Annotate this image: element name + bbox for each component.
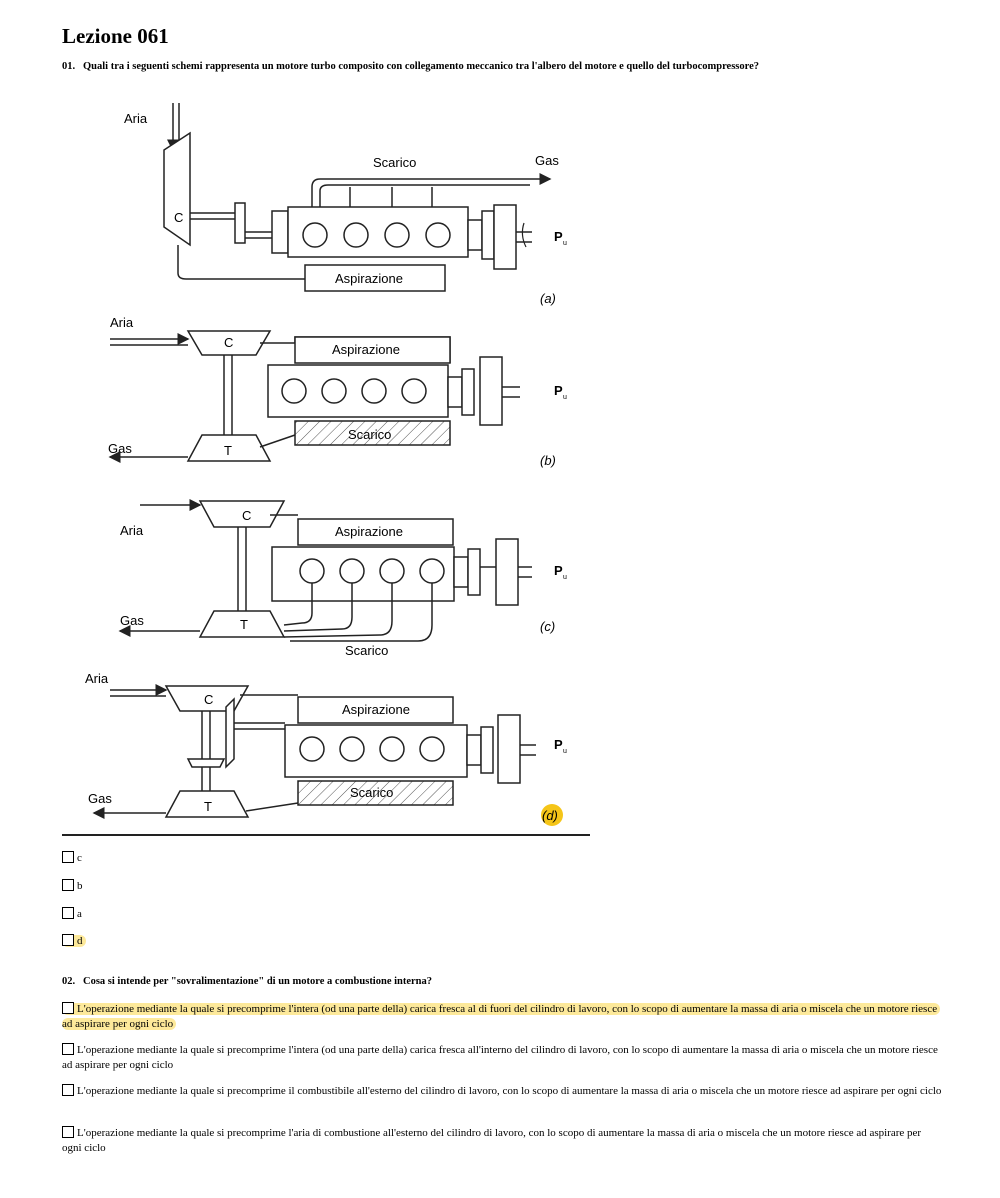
label-power-sub: u (563, 748, 567, 755)
q2-option-3[interactable]: L'operazione mediante la quale si precom… (62, 1084, 942, 1099)
question-1-number: 01. (62, 61, 76, 72)
question-2-text: 02. Cosa si intende per "sovralimentazio… (62, 976, 432, 987)
label-aria: Aria (85, 671, 109, 686)
checkbox[interactable] (62, 1126, 74, 1138)
caption-d: (d) (542, 808, 558, 823)
label-c: C (242, 508, 251, 523)
label-power-sub: u (563, 240, 567, 247)
label-aspirazione: Aspirazione (342, 702, 410, 717)
scheme-d: Aria C T Gas Aspirazione Scarico P u ( (85, 671, 567, 826)
q1-option-b[interactable]: b (62, 879, 83, 894)
label-power-sub: u (563, 574, 567, 581)
checkbox[interactable] (62, 1084, 74, 1096)
label-power-sub: u (563, 394, 567, 401)
label-aria: Aria (124, 111, 148, 126)
engine-schemes-figure: Aria C Scarico Gas P u Aspirazione (a (85, 103, 567, 826)
label-gas: Gas (120, 613, 144, 628)
label-c: C (204, 692, 213, 707)
label-scarico: Scarico (350, 785, 393, 800)
question-2-number: 02. (62, 976, 76, 987)
checkbox[interactable] (62, 934, 74, 946)
option-label: L'operazione mediante la quale si precom… (62, 1044, 938, 1071)
label-t: T (204, 799, 212, 814)
scheme-b: Aria C T Gas Aspirazione Scarico P u (b) (108, 315, 567, 468)
caption-b: (b) (540, 453, 556, 468)
q1-option-c[interactable]: c (62, 851, 82, 866)
q1-option-d[interactable]: d (62, 934, 86, 949)
label-t: T (240, 617, 248, 632)
label-scarico: Scarico (345, 643, 388, 658)
checkbox[interactable] (62, 1043, 74, 1055)
checkbox[interactable] (62, 879, 74, 891)
figure-divider (62, 834, 590, 836)
option-label: b (77, 880, 83, 892)
label-aspirazione: Aspirazione (335, 524, 403, 539)
caption-c: (c) (540, 619, 555, 634)
label-gas: Gas (88, 791, 112, 806)
label-c: C (224, 335, 233, 350)
checkbox[interactable] (62, 1002, 74, 1014)
page-title: Lezione 061 (62, 24, 169, 48)
caption-a: (a) (540, 291, 556, 306)
label-gas: Gas (108, 441, 132, 456)
label-power: P (554, 563, 563, 578)
label-scarico: Scarico (373, 155, 416, 170)
compressor-shape (163, 131, 191, 247)
label-aspirazione: Aspirazione (332, 342, 400, 357)
q1-option-a[interactable]: a (62, 907, 82, 922)
option-label: L'operazione mediante la quale si precom… (62, 1003, 938, 1030)
intake-manifold (304, 264, 446, 292)
label-aria: Aria (120, 523, 144, 538)
label-aria: Aria (110, 315, 134, 330)
q2-option-1[interactable]: L'operazione mediante la quale si precom… (62, 1002, 942, 1032)
caption-d-highlight (541, 804, 563, 826)
label-power: P (554, 229, 563, 244)
scheme-c: Aria C T Gas Aspirazione Scarico P u (c) (118, 499, 567, 658)
label-power: P (554, 383, 563, 398)
scheme-a: Aria C Scarico Gas P u Aspirazione (a (124, 103, 567, 306)
option-label: d (77, 935, 83, 947)
option-label: L'operazione mediante la quale si precom… (77, 1085, 942, 1097)
label-scarico: Scarico (348, 427, 391, 442)
q2-option-2[interactable]: L'operazione mediante la quale si precom… (62, 1043, 942, 1073)
checkbox[interactable] (62, 851, 74, 863)
label-c: C (174, 210, 183, 225)
question-1-prompt: Quali tra i seguenti schemi rappresenta … (83, 61, 759, 72)
label-t: T (224, 443, 232, 458)
question-1-text: 01. Quali tra i seguenti schemi rapprese… (62, 61, 759, 72)
checkbox[interactable] (62, 907, 74, 919)
label-gas: Gas (535, 153, 559, 168)
option-label: a (77, 908, 82, 920)
label-power: P (554, 737, 563, 752)
q2-option-4[interactable]: L'operazione mediante la quale si precom… (62, 1126, 942, 1156)
label-aspirazione: Aspirazione (335, 271, 403, 286)
question-2-prompt: Cosa si intende per "sovralimentazione" … (83, 976, 433, 987)
option-label: c (77, 852, 82, 864)
option-label: L'operazione mediante la quale si precom… (62, 1127, 922, 1154)
